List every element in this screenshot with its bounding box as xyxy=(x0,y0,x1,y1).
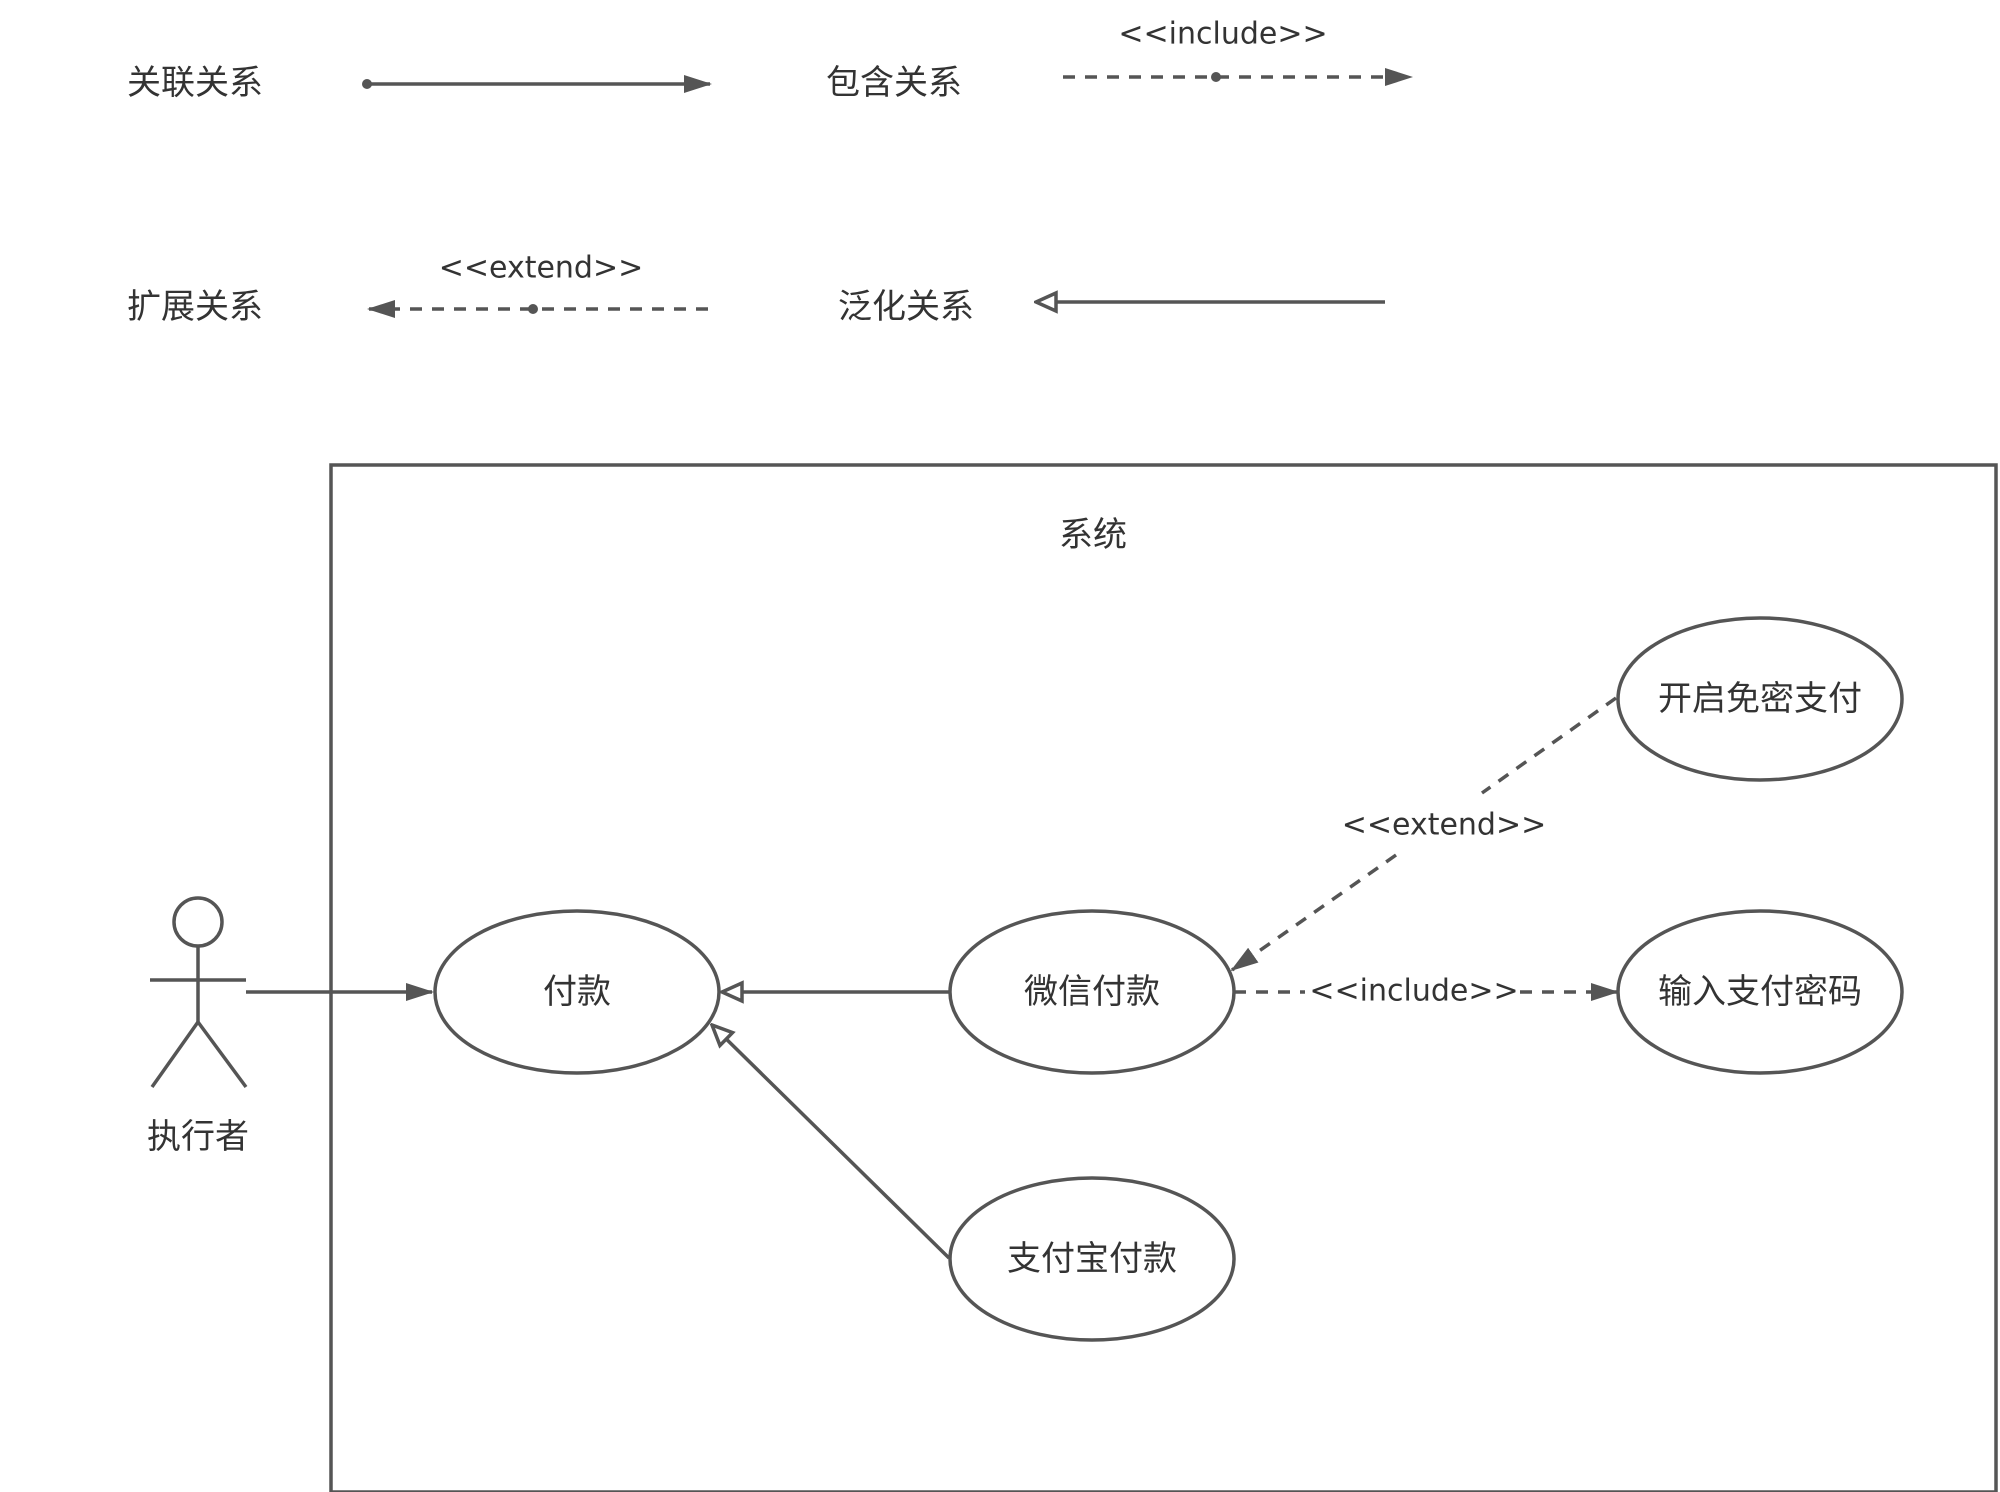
actor-left-leg xyxy=(150,1020,200,1089)
use-case-pay-label: 付款 xyxy=(543,972,611,1012)
legend-association-label: 关联关系 xyxy=(127,63,263,103)
use-case-pay[interactable]: 付款 xyxy=(433,909,721,1075)
system-boundary xyxy=(329,463,1998,1492)
actor-right-leg xyxy=(196,1020,248,1089)
legend-include-stereotype: <<include>> xyxy=(1118,17,1327,52)
use-case-enable-passwordless[interactable]: 开启免密支付 xyxy=(1616,616,1904,782)
legend-extend: 扩展关系 <<extend>> xyxy=(127,251,708,327)
use-case-enter-password-label: 输入支付密码 xyxy=(1658,972,1862,1012)
generalization-alipay-pay xyxy=(712,1025,951,1260)
use-case-enable-passwordless-shape xyxy=(1616,616,1904,782)
legend-association: 关联关系 xyxy=(127,63,712,103)
legend-extend-dot xyxy=(528,304,538,314)
legend-generalization: 泛化关系 xyxy=(838,287,1385,327)
extend-relation-label: <<extend>> xyxy=(1342,808,1547,843)
system-title: 系统 xyxy=(1059,515,1127,555)
include-relation-label: <<include>> xyxy=(1309,974,1518,1009)
use-case-wechat-pay-label: 微信付款 xyxy=(1024,972,1160,1012)
use-case-wechat-pay[interactable]: 微信付款 xyxy=(948,909,1236,1075)
extend-line-lower xyxy=(1230,853,1398,972)
legend-generalization-label: 泛化关系 xyxy=(838,287,974,327)
legend-extend-label: 扩展关系 xyxy=(127,287,263,327)
actor-label: 执行者 xyxy=(147,1117,249,1157)
use-case-enable-passwordless-label: 开启免密支付 xyxy=(1658,679,1862,719)
use-case-wechat-pay-shape xyxy=(948,909,1236,1075)
actor[interactable]: 执行者 xyxy=(147,896,249,1157)
use-case-pay-shape xyxy=(433,909,721,1075)
legend-include-label: 包含关系 xyxy=(826,63,962,103)
use-case-enter-password[interactable]: 输入支付密码 xyxy=(1616,909,1904,1075)
use-case-alipay-label: 支付宝付款 xyxy=(1007,1239,1177,1279)
legend-include: 包含关系 <<include>> xyxy=(826,17,1413,103)
extend-line-upper xyxy=(1480,696,1618,795)
legend-extend-stereotype: <<extend>> xyxy=(439,251,644,286)
use-case-enter-password-shape xyxy=(1616,909,1904,1075)
use-case-alipay-shape xyxy=(948,1176,1236,1342)
use-case-alipay[interactable]: 支付宝付款 xyxy=(948,1176,1236,1342)
legend-include-dot xyxy=(1211,72,1221,82)
actor-head xyxy=(172,896,224,948)
